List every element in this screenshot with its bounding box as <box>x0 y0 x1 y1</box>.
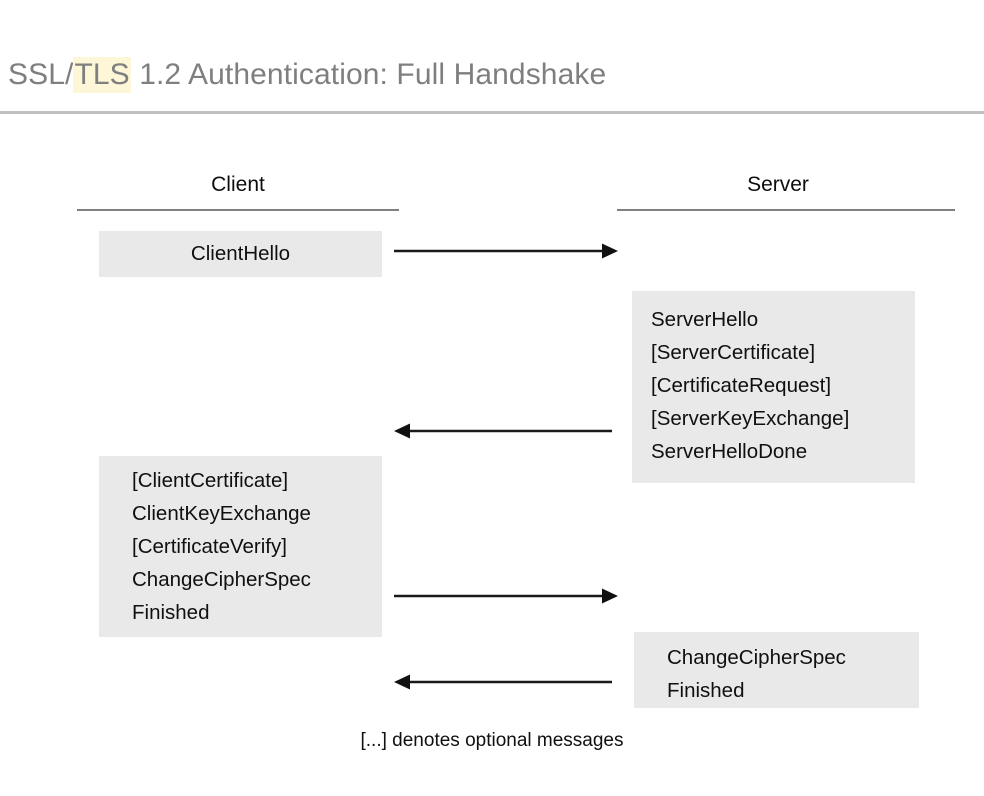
title-highlight-tls: TLS <box>73 57 131 93</box>
message-line: ChangeCipherSpec <box>132 568 311 591</box>
page-title: SSL/TLS 1.2 Authentication: Full Handsha… <box>8 57 607 93</box>
message-line: ClientHello <box>190 242 291 265</box>
arrow-right-icon-client-to-server-1 <box>394 243 618 259</box>
message-line: ServerHello <box>651 308 759 331</box>
message-box-client-flight: [ClientCertificate] ClientKeyExchange [C… <box>99 456 382 637</box>
title-divider <box>0 111 984 114</box>
message-line: ChangeCipherSpec <box>667 646 846 669</box>
column-header-server: Server <box>747 173 809 196</box>
message-line: [CertificateRequest] <box>651 374 832 397</box>
message-line: ServerHelloDone <box>651 440 808 463</box>
legend-caption: [...] denotes optional messages <box>360 730 624 751</box>
message-box-client-hello: ClientHello <box>99 231 382 277</box>
message-line: ClientKeyExchange <box>132 502 311 525</box>
message-line: Finished <box>667 679 745 702</box>
column-header-client: Client <box>211 173 265 196</box>
message-box-server-finish: ChangeCipherSpec Finished <box>634 632 919 708</box>
message-line: [ServerCertificate] <box>651 341 816 364</box>
arrow-right-icon-client-to-server-2 <box>394 588 618 604</box>
title-suffix: 1.2 Authentication: Full Handshake <box>130 58 607 91</box>
message-line: [CertificateVerify] <box>132 535 287 558</box>
message-box-server-flight: ServerHello [ServerCertificate] [Certifi… <box>632 291 915 483</box>
arrow-left-icon-server-to-client-1 <box>394 423 612 439</box>
message-line: [ServerKeyExchange] <box>651 407 850 430</box>
title-prefix: SSL/ <box>8 58 74 91</box>
message-line: Finished <box>132 601 210 624</box>
arrow-left-icon-server-to-client-2 <box>394 674 612 690</box>
message-line: [ClientCertificate] <box>132 469 289 492</box>
client-column-divider <box>77 209 399 211</box>
server-column-divider <box>617 209 955 211</box>
